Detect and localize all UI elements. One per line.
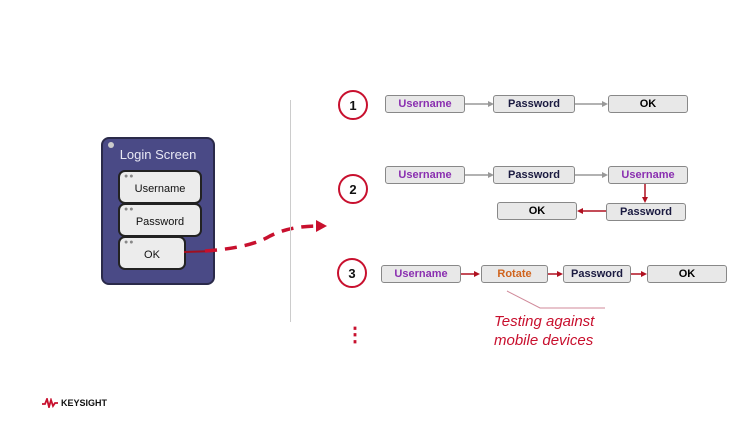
- flow-number-1: 1: [338, 90, 368, 120]
- flow3-step-ok: OK: [647, 265, 727, 283]
- login-screen-title: Login Screen: [119, 147, 197, 162]
- flow2-step-password-2: Password: [606, 203, 686, 221]
- flow1-step-username: Username: [385, 95, 465, 113]
- flow2-step-username: Username: [385, 166, 465, 184]
- flow1-step-ok: OK: [608, 95, 688, 113]
- brand-name: KEYSIGHT: [61, 398, 108, 408]
- window-dot-icon: [108, 142, 114, 148]
- dashed-arrowhead-icon: [316, 220, 327, 232]
- login-ok-button: ●●OK: [118, 236, 186, 270]
- flow-number-3: 3: [337, 258, 367, 288]
- flow1-arrows: [465, 101, 608, 178]
- keysight-wave-icon: [42, 398, 58, 408]
- divider: [290, 100, 291, 322]
- flow-number-2: 2: [338, 174, 368, 204]
- flow3-step-password: Password: [563, 265, 631, 283]
- red-flow-arrows: [461, 184, 648, 277]
- callout-line-2: mobile devices: [494, 332, 594, 349]
- callout-line: [506, 290, 605, 309]
- flow1-step-password: Password: [493, 95, 575, 113]
- dashed-arrow: [204, 224, 319, 253]
- flow2-step-username-2: Username: [608, 166, 688, 184]
- flow3-step-rotate: Rotate: [481, 265, 548, 283]
- more-flows-ellipsis: ⋮: [345, 324, 365, 346]
- flow2-step-password: Password: [493, 166, 575, 184]
- callout-text: Testing against mobile devices: [494, 312, 594, 350]
- login-screen-mockup: Login Screen ●●Username ●●Password ●●OK: [101, 137, 215, 285]
- callout-line-1: Testing against: [494, 313, 595, 330]
- keysight-logo: KEYSIGHT: [42, 398, 107, 408]
- flow3-step-username: Username: [381, 265, 461, 283]
- flow2-step-ok: OK: [497, 202, 577, 220]
